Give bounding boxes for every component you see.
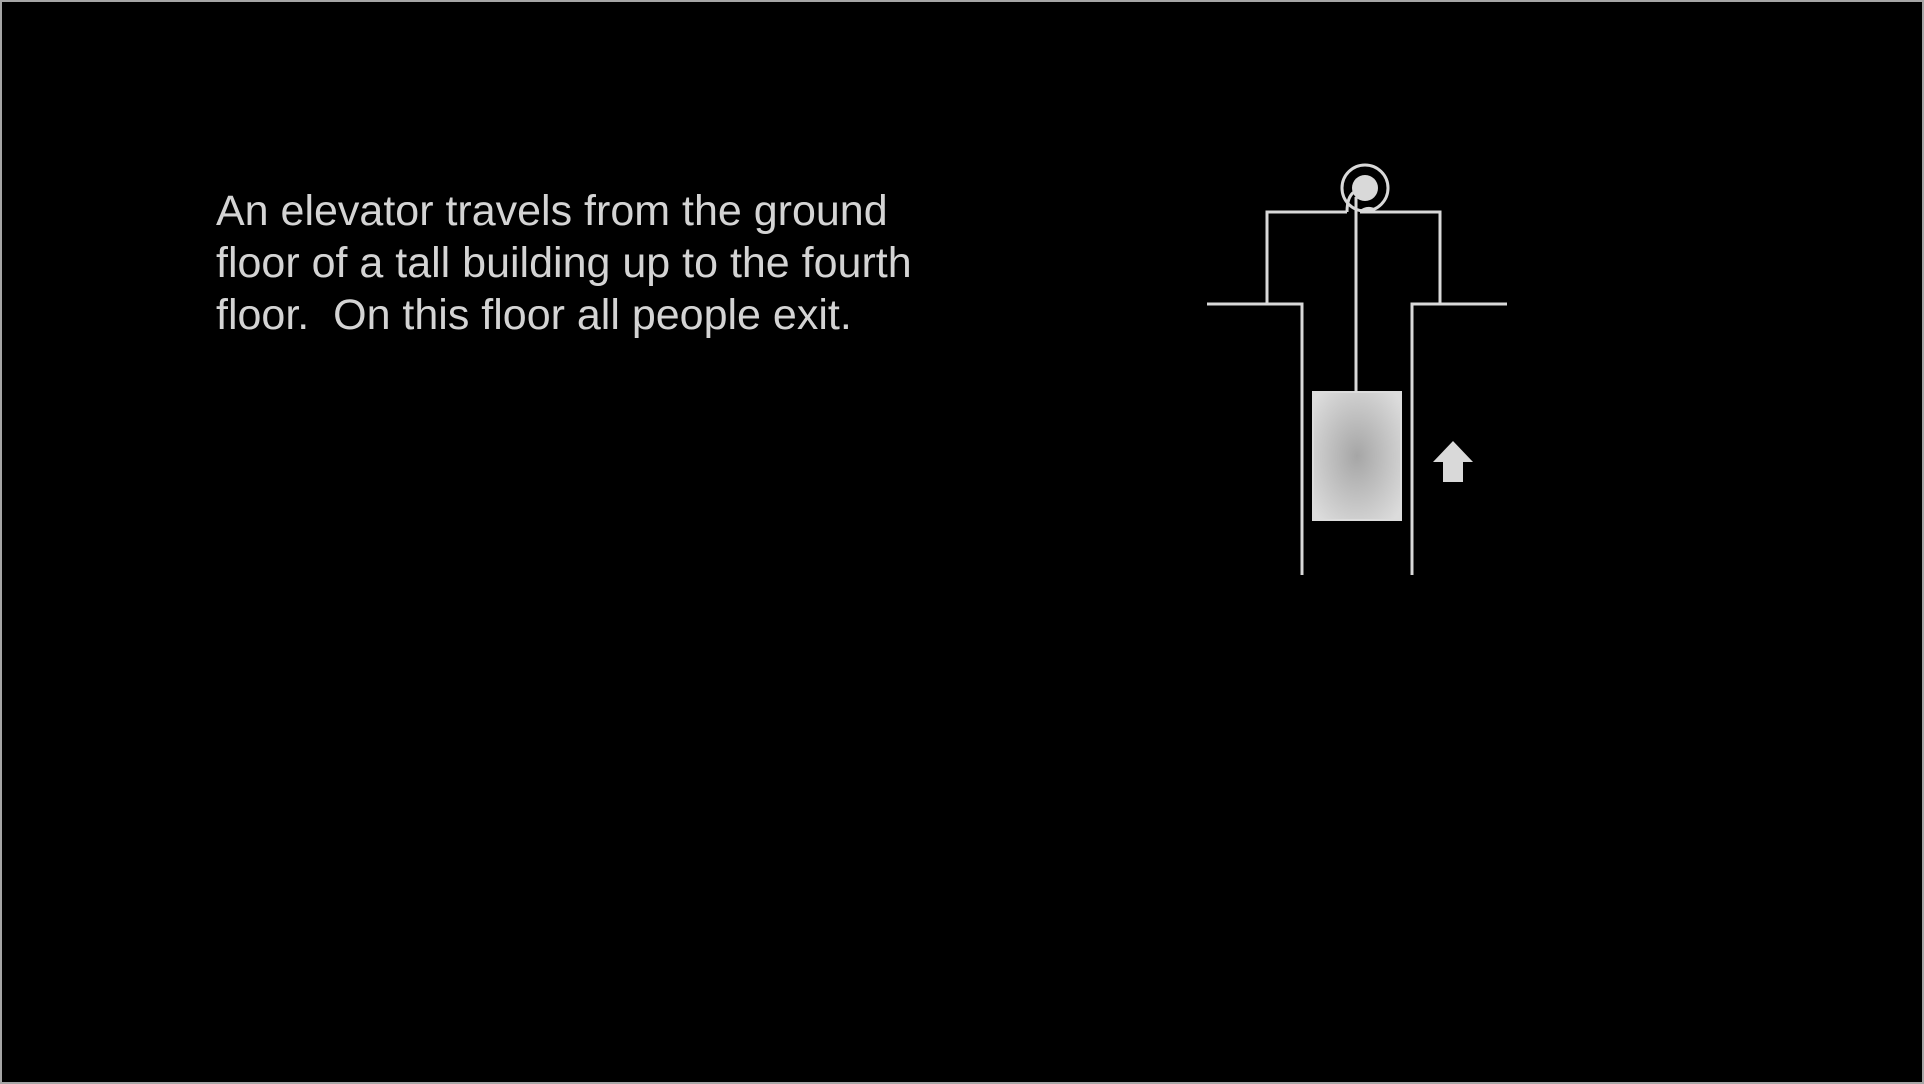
machine-room-outline-right [1360, 210, 1442, 304]
problem-statement: An elevator travels from the ground floo… [216, 185, 976, 341]
shaft-right-wall [1410, 302, 1507, 575]
elevator-car [1312, 391, 1402, 521]
problem-line-3: floor. On this floor all people exit. [216, 291, 852, 339]
pulley-icon [1340, 163, 1390, 214]
problem-line-1: An elevator travels from the ground [216, 187, 888, 235]
problem-line-2: floor of a tall building up to the fourt… [216, 239, 912, 287]
machine-room-outline [1265, 210, 1347, 304]
elevator-diagram [1207, 163, 1507, 575]
arrow-up-icon [1433, 441, 1473, 482]
shaft-left-wall [1207, 302, 1304, 575]
